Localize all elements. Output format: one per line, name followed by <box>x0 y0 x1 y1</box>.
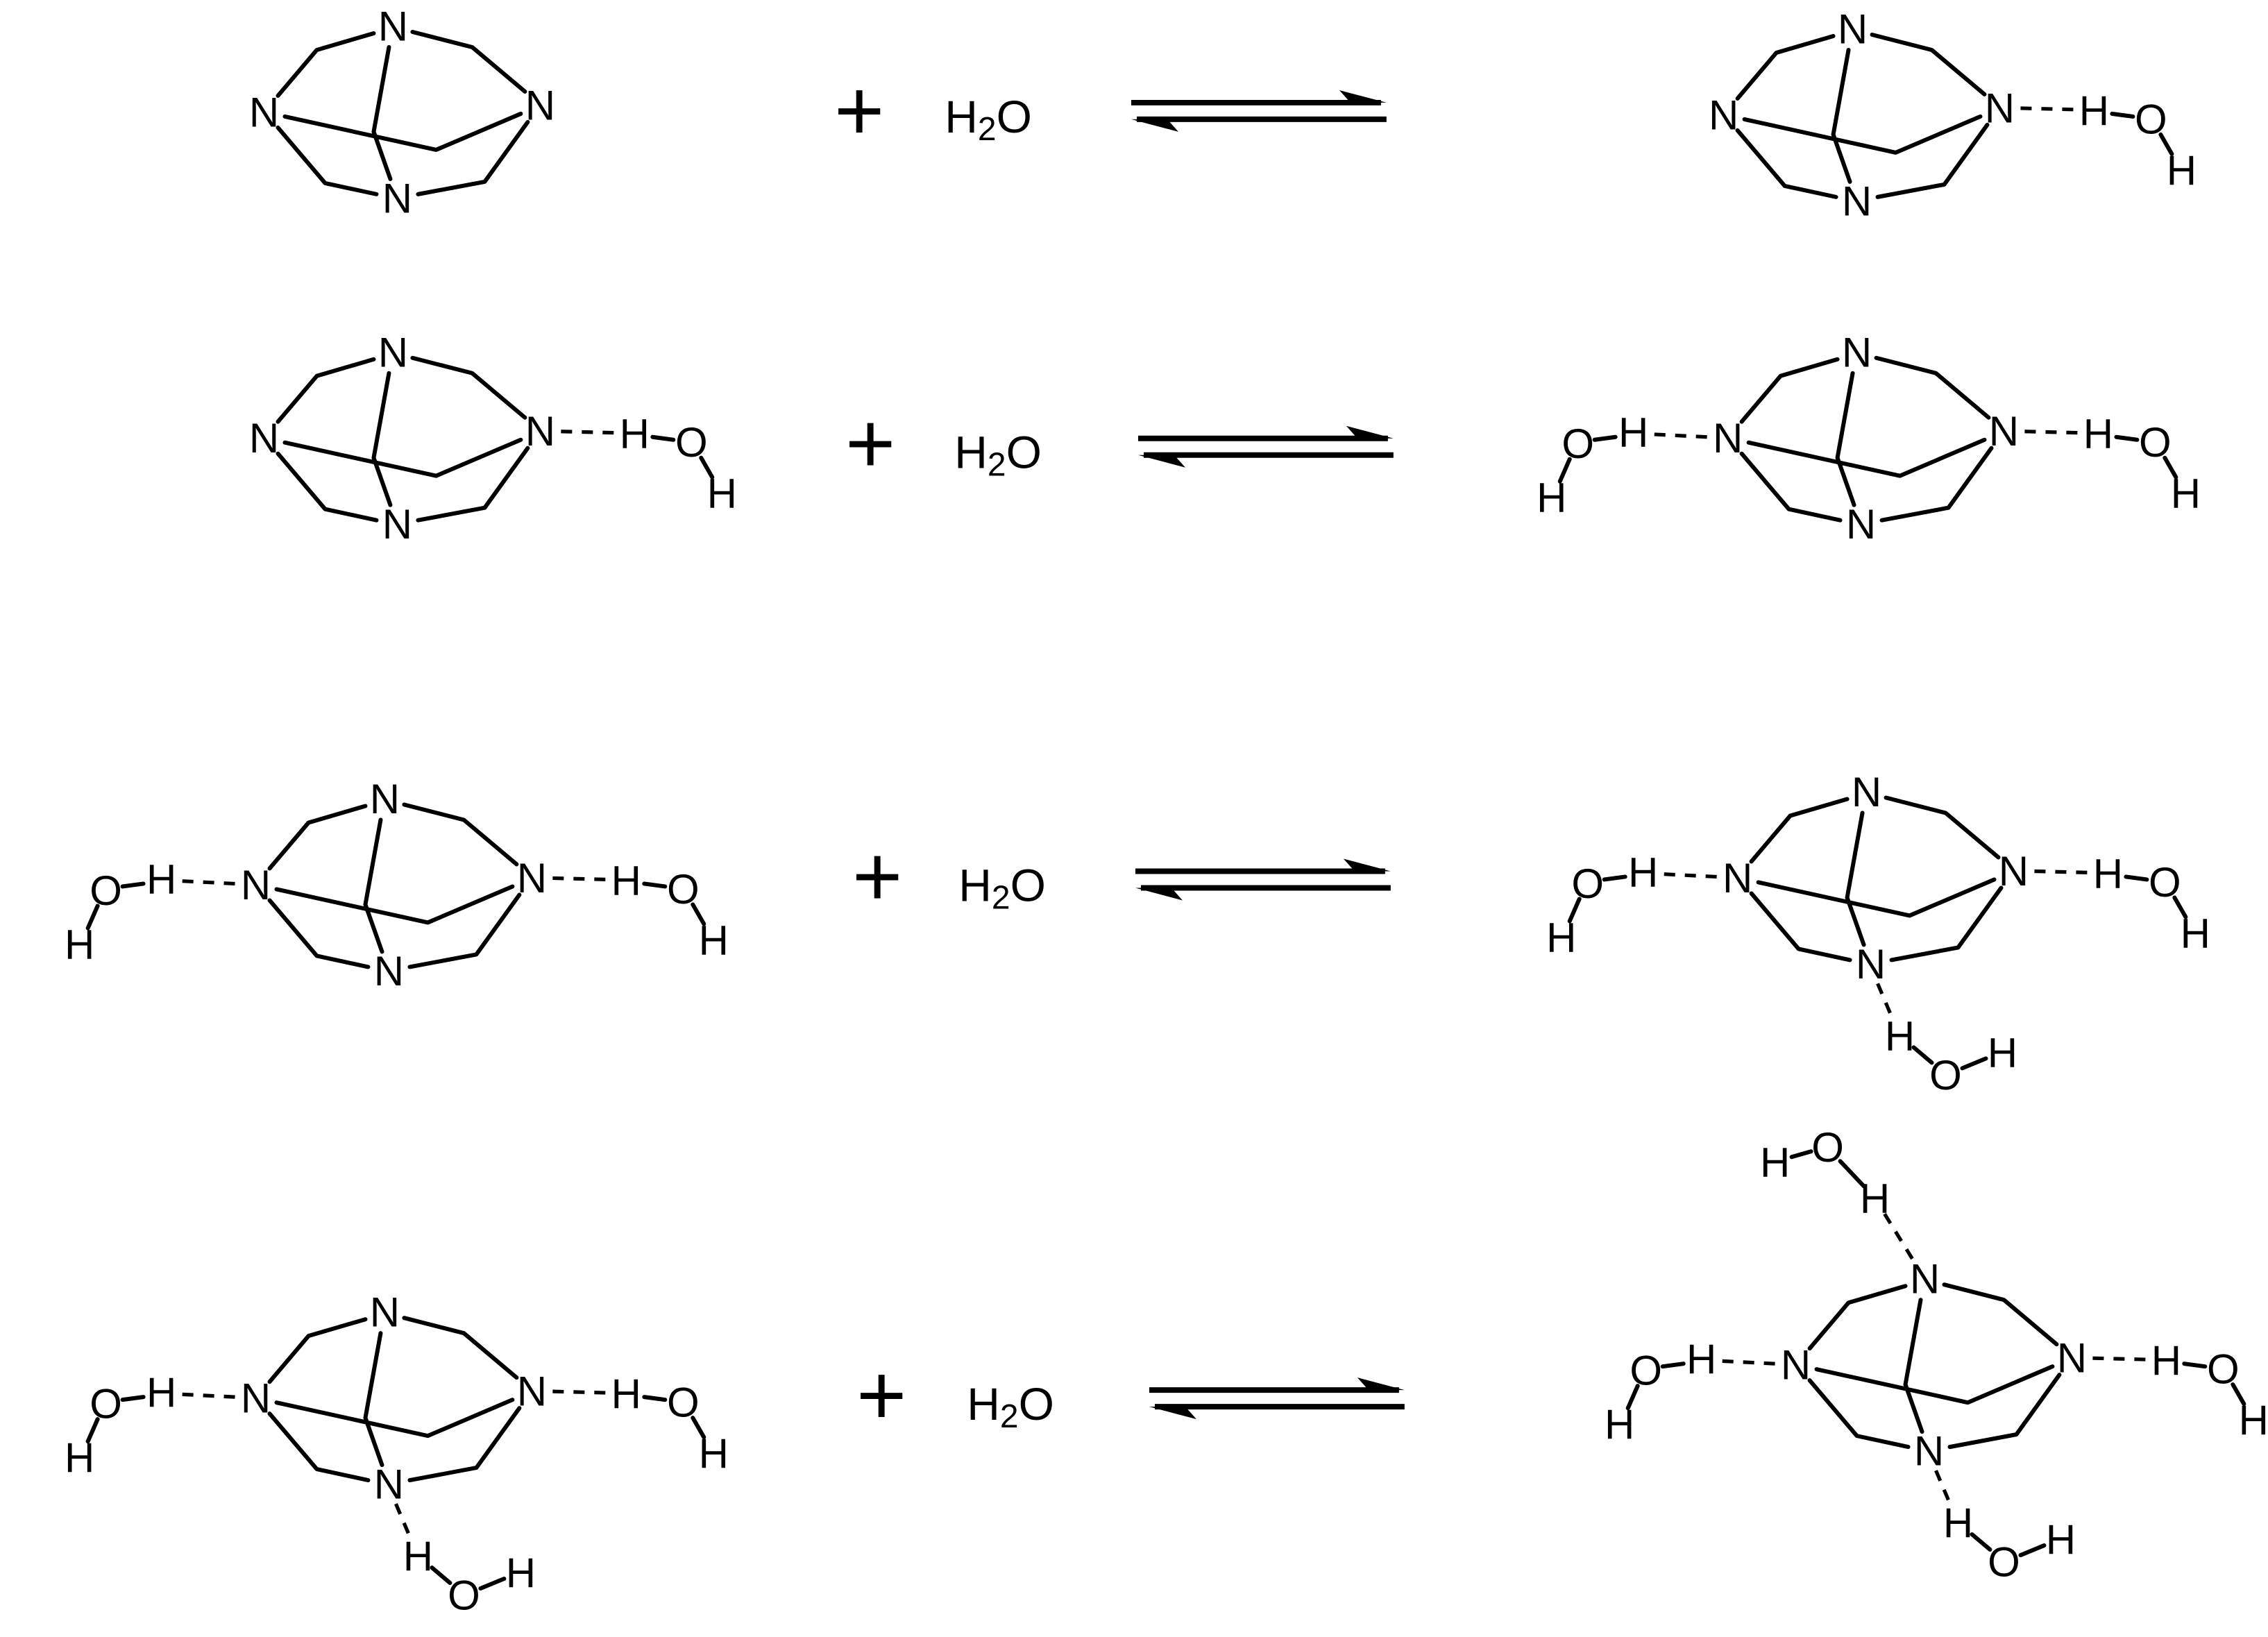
water-left <box>65 856 235 968</box>
reaction-row-4: + H2O <box>65 1124 2268 1619</box>
hmta-cage <box>249 3 555 221</box>
reaction-row-2: + H2O <box>249 329 2201 548</box>
molecule-left-row2 <box>249 329 737 548</box>
reaction-row-3: + H2O <box>65 769 2210 1099</box>
reaction-row-1: + H2O <box>249 3 2197 224</box>
hmta-cage <box>1723 769 2029 987</box>
molecule-right-row3 <box>1546 769 2210 1099</box>
h2o-subscript: 2 <box>992 879 1010 916</box>
h2o-subscript: 2 <box>1000 1398 1019 1435</box>
water-left <box>65 1370 235 1482</box>
water-right <box>561 411 737 517</box>
hmta-cage <box>1709 6 2015 224</box>
equilibrium-arrow <box>1149 1377 1405 1419</box>
water-right <box>2092 1338 2268 1444</box>
water-right <box>552 1371 729 1477</box>
water-right <box>2034 851 2210 957</box>
molecule-right-row2 <box>1537 329 2201 548</box>
equilibrium-arrow <box>1138 426 1394 468</box>
water-left <box>1546 849 1717 961</box>
h2o-formula: H2O <box>954 427 1042 483</box>
plus-operator: + <box>856 1348 906 1443</box>
h2o-h: H <box>945 91 978 142</box>
hmta-cage <box>1781 1256 2087 1475</box>
hmta-cage <box>241 1289 547 1508</box>
water-right <box>2020 87 2197 194</box>
h2o-o: O <box>1019 1378 1054 1430</box>
molecule-right-row4 <box>1605 1124 2268 1586</box>
water-left <box>1605 1337 1775 1448</box>
h2o-o: O <box>1006 427 1042 478</box>
h2o-formula: H2O <box>958 859 1046 915</box>
equilibrium-arrow <box>1131 90 1387 132</box>
h2o-h: H <box>958 859 992 910</box>
hmta-cage <box>249 329 555 548</box>
molecule-left-row4 <box>65 1289 729 1619</box>
h2o-o: O <box>1010 859 1046 910</box>
molecule-left-row1 <box>249 3 555 221</box>
water-right <box>552 858 729 964</box>
water-left <box>1537 409 1707 521</box>
plus-operator: + <box>852 829 902 924</box>
h2o-h: H <box>954 427 988 478</box>
hmta-cage <box>1713 329 2019 548</box>
water-right <box>2024 411 2201 517</box>
molecule-right-row1 <box>1709 6 2197 224</box>
h2o-o: O <box>997 91 1032 142</box>
plus-operator: + <box>845 396 895 492</box>
h2o-subscript: 2 <box>988 446 1006 483</box>
water-bottom <box>1878 983 2018 1098</box>
water-top <box>1760 1124 1914 1261</box>
h2o-h: H <box>967 1378 1000 1430</box>
plus-operator: + <box>834 63 884 159</box>
hmta-cage <box>241 776 547 994</box>
water-bottom <box>396 1504 536 1618</box>
molecule-left-row3 <box>65 776 729 994</box>
equilibrium-arrow <box>1135 858 1391 900</box>
h2o-formula: H2O <box>945 91 1032 147</box>
h2o-subscript: 2 <box>978 110 997 147</box>
water-bottom <box>1936 1470 2076 1585</box>
h2o-formula: H2O <box>967 1378 1054 1434</box>
